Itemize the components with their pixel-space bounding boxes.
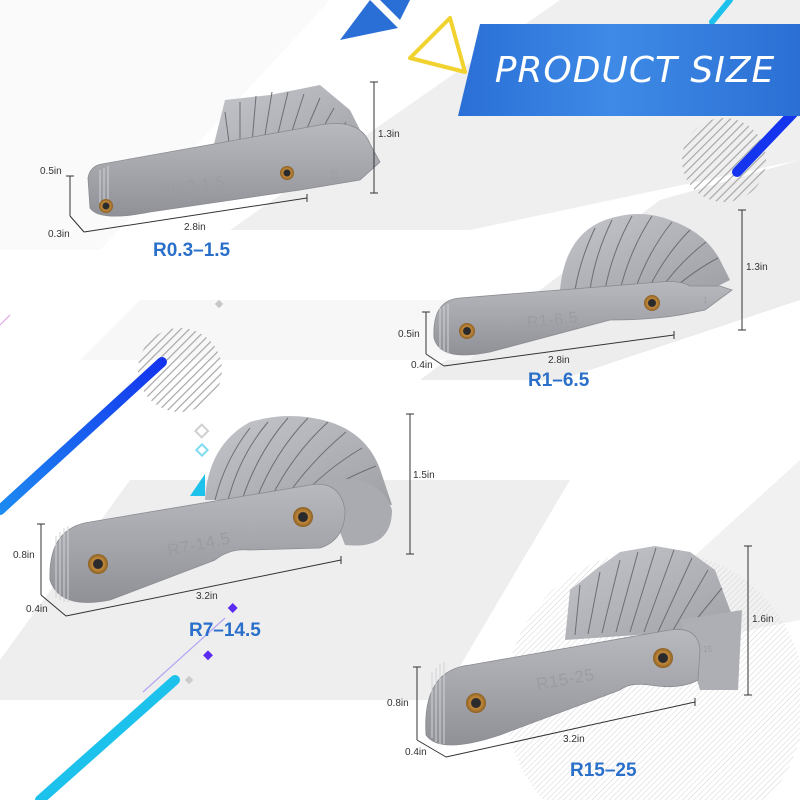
gauge-label: R0.3–1.5 [153, 240, 231, 261]
dimension-length: 2.8in [184, 222, 206, 233]
dimension-depth: 0.4in [26, 604, 48, 615]
dimension-length: 3.2in [563, 734, 585, 745]
leaf-fan [565, 546, 742, 690]
rivet-icon [88, 554, 108, 574]
rivet-icon [293, 507, 313, 527]
dimension-depth: 0.4in [411, 360, 433, 371]
dimension-length: 2.8in [548, 355, 570, 366]
rivet-icon [644, 295, 660, 311]
dimension-depth: 0.4in [405, 747, 427, 758]
rivet-icon [466, 693, 486, 713]
title-banner [458, 24, 800, 116]
banner-title: PRODUCT SIZE [494, 50, 776, 91]
dimension-fan-height: 1.3in [378, 129, 400, 140]
dimension-fan-height: 1.5in [413, 470, 435, 481]
gauge-image-r1-6-5 [422, 209, 746, 367]
gauge-image-r0-3-1-5 [66, 81, 381, 233]
dimension-height: 0.5in [40, 166, 62, 177]
rivet-icon [653, 648, 673, 668]
dimension-height: 0.8in [13, 550, 35, 561]
gauge-image-r7-14-5 [37, 413, 414, 617]
gauge-label: R7–14.5 [189, 620, 261, 641]
leaf-mark: 0.3 [329, 168, 339, 181]
rivet-icon [280, 166, 294, 180]
dimension-length: 3.2in [196, 591, 218, 602]
dimension-fan-height: 1.3in [746, 262, 768, 273]
leaf-mark: 1 [703, 296, 708, 305]
rivet-icon [459, 323, 475, 339]
rivet-icon [99, 199, 113, 213]
dimension-height: 0.5in [398, 329, 420, 340]
leaf-fan [560, 214, 730, 291]
dimension-height: 0.8in [387, 698, 409, 709]
gauge-label: R1–6.5 [528, 370, 590, 391]
gauge-image-r15-25 [413, 545, 752, 758]
dimension-depth: 0.3in [48, 229, 70, 240]
gauge-label: R15–25 [570, 760, 637, 781]
dimension-fan-height: 1.6in [752, 614, 774, 625]
leaf-mark: 15 [703, 645, 712, 654]
